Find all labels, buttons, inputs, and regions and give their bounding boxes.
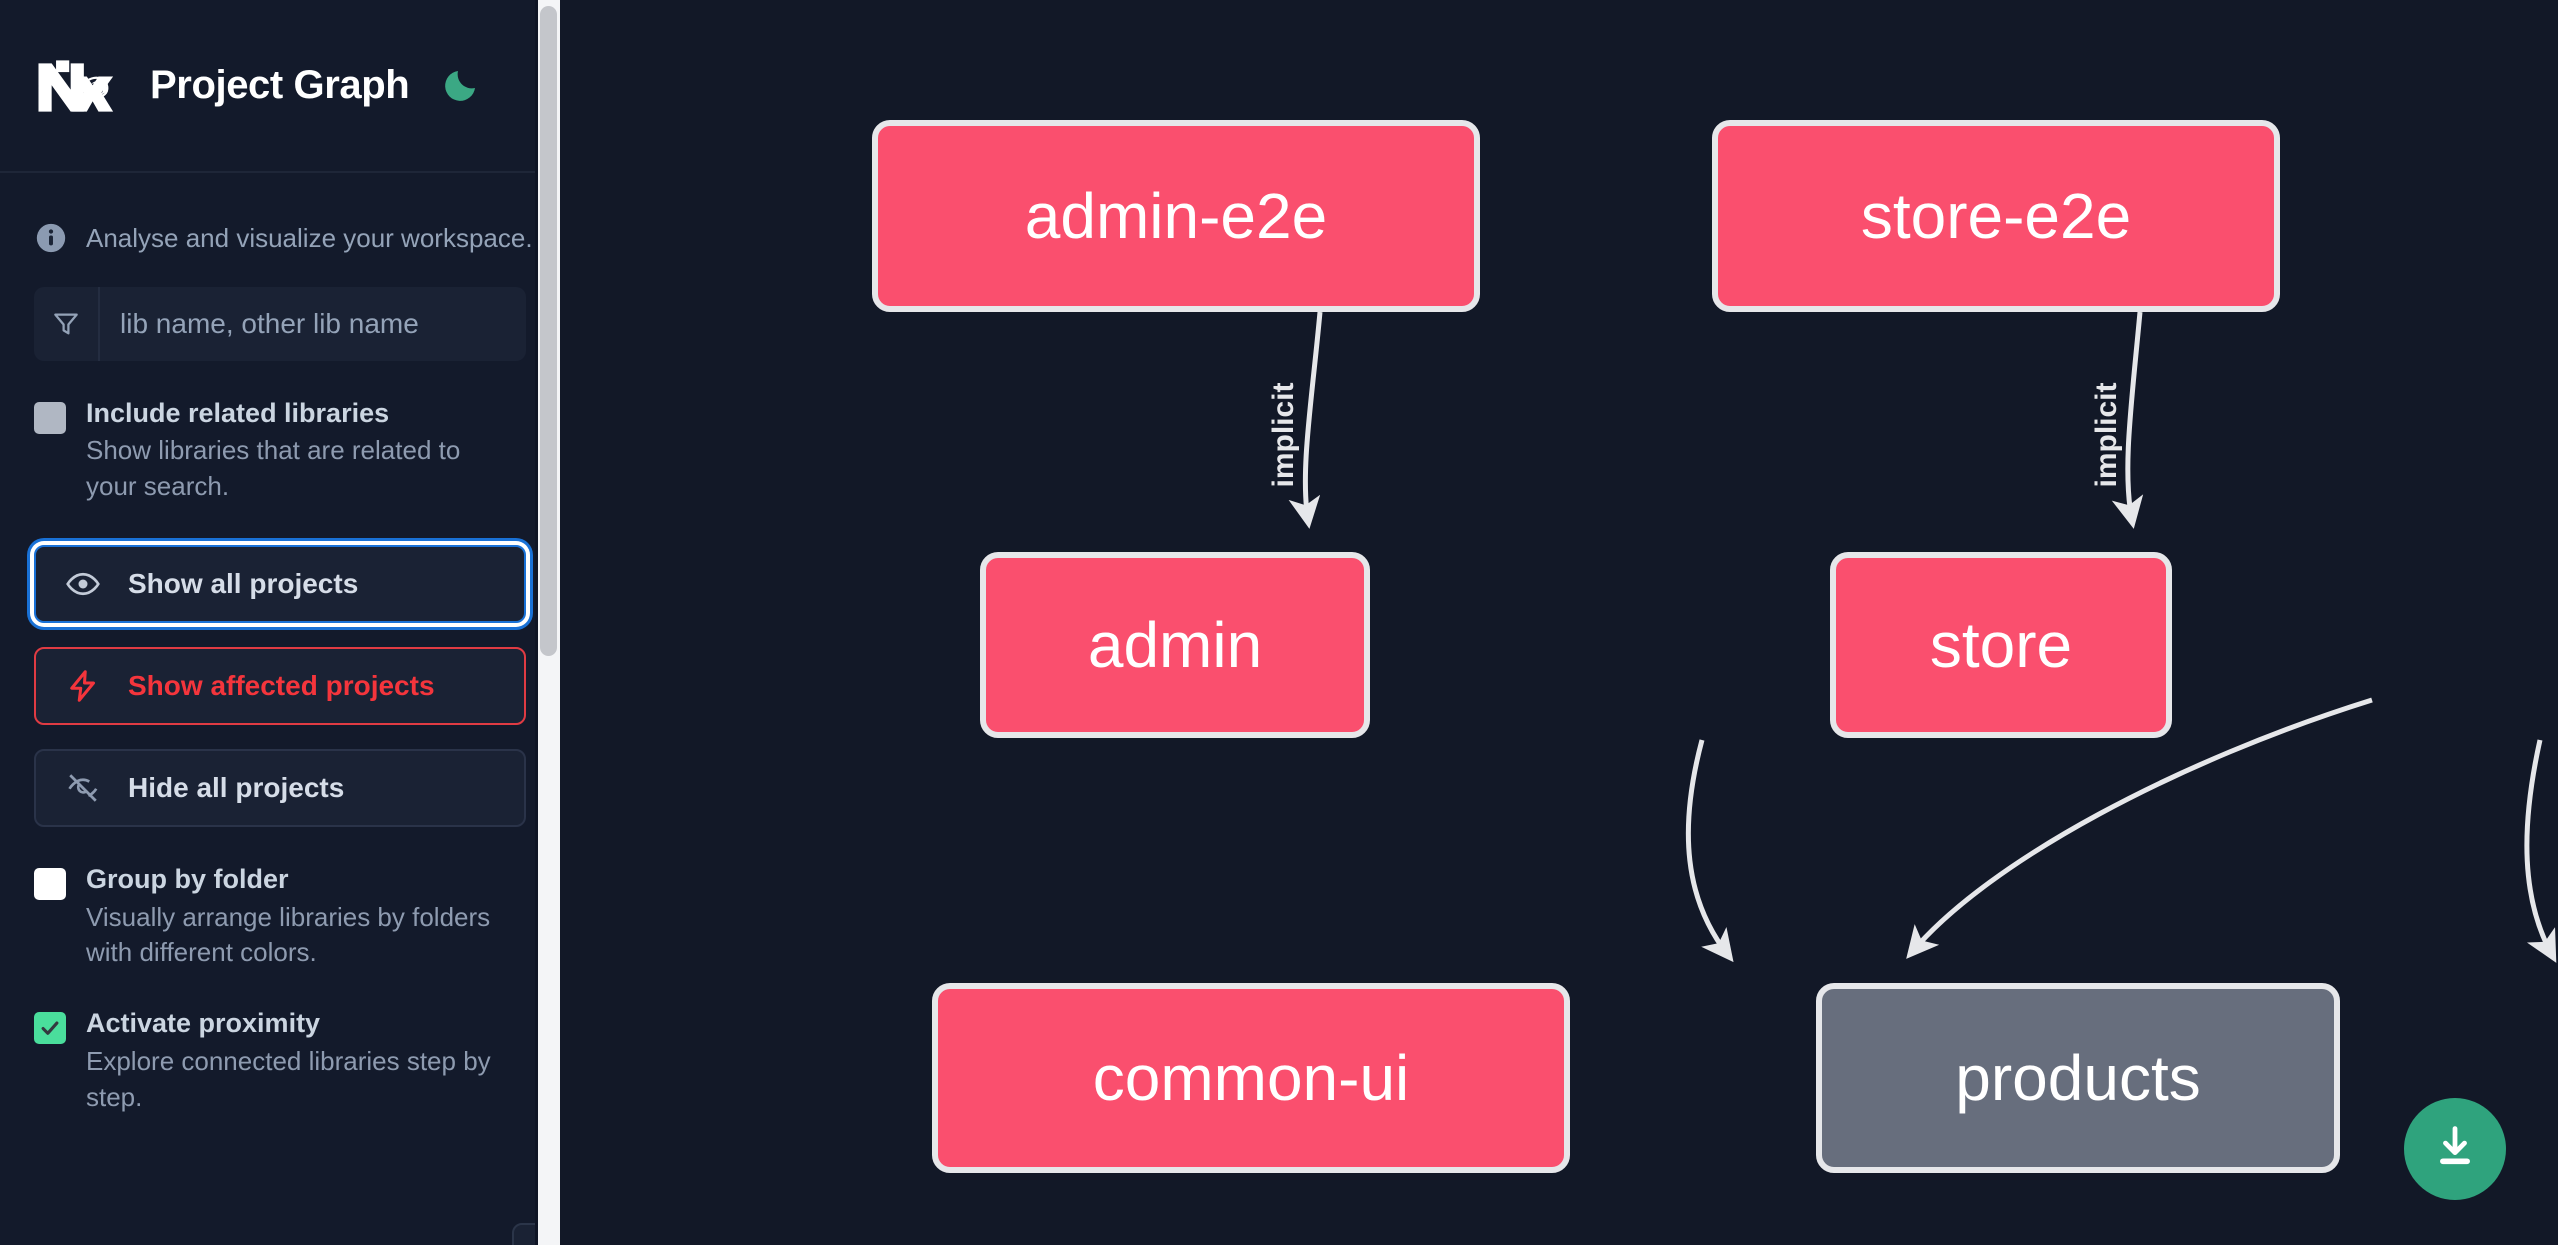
show-affected-projects-button[interactable]: Show affected projects bbox=[34, 647, 526, 726]
search-input[interactable] bbox=[100, 287, 526, 361]
sidebar-divider bbox=[535, 0, 538, 1245]
sidebar-scrollbar-track[interactable] bbox=[538, 0, 560, 1245]
search-filter-box[interactable] bbox=[34, 287, 526, 361]
edge-label-implicit: implicit bbox=[2090, 382, 2123, 487]
node-label: store bbox=[1929, 609, 2073, 681]
edge-admin-e2e-to-admin[interactable]: implicit bbox=[1265, 311, 1323, 529]
sidebar-body: Analyse and visualize your workspace. In… bbox=[0, 173, 560, 1116]
node-label: common-ui bbox=[1092, 1042, 1410, 1114]
graph-edges-layer: implicit implicit bbox=[1265, 311, 2557, 963]
node-label: store-e2e bbox=[1860, 180, 2132, 252]
node-label: products bbox=[1955, 1042, 2201, 1114]
node-label: admin bbox=[1087, 609, 1263, 681]
tagline-text: Analyse and visualize your workspace. bbox=[86, 222, 533, 253]
show-all-projects-button[interactable]: Show all projects bbox=[34, 545, 526, 624]
checkbox-group-by-folder[interactable] bbox=[34, 868, 66, 901]
lightning-bolt-icon bbox=[64, 667, 102, 705]
node-label: admin-e2e bbox=[1024, 180, 1328, 252]
project-action-buttons: Show all projects Show affected projects bbox=[34, 545, 526, 828]
nx-logo-icon bbox=[34, 56, 122, 116]
option-description: Visually arrange libraries by folders wi… bbox=[86, 901, 491, 968]
edge-admin-to-common-ui[interactable] bbox=[1685, 739, 1734, 963]
tagline-row: Analyse and visualize your workspace. bbox=[34, 173, 533, 265]
edge-store-e2e-to-store[interactable]: implicit bbox=[2088, 311, 2144, 529]
option-description: Show libraries that are related to your … bbox=[86, 435, 461, 502]
hide-all-projects-button[interactable]: Hide all projects bbox=[34, 749, 526, 828]
funnel-filter-icon bbox=[34, 287, 100, 361]
option-title: Activate proximity bbox=[86, 1008, 321, 1039]
button-label: Hide all projects bbox=[128, 772, 345, 804]
edge-store-to-common-ui[interactable] bbox=[1906, 697, 2373, 959]
option-description: Explore connected libraries step by step… bbox=[86, 1045, 491, 1112]
graph-node-products[interactable]: products bbox=[1816, 983, 2340, 1173]
option-title: Group by folder bbox=[86, 864, 289, 895]
graph-node-store[interactable]: store bbox=[1830, 552, 2172, 738]
button-label: Show affected projects bbox=[128, 670, 435, 702]
info-circle-icon bbox=[34, 221, 68, 255]
graph-node-common-ui[interactable]: common-ui bbox=[932, 983, 1570, 1173]
sidebar-scrollbar-thumb[interactable] bbox=[540, 6, 557, 656]
moon-icon[interactable] bbox=[437, 63, 483, 109]
edge-store-to-products[interactable] bbox=[2524, 739, 2557, 963]
sidebar: Project Graph Analyse and visualize your… bbox=[0, 0, 560, 1245]
checkbox-activate-proximity[interactable] bbox=[34, 1012, 66, 1045]
checkbox-include-related-libraries[interactable] bbox=[34, 402, 66, 434]
download-icon bbox=[2429, 1121, 2481, 1178]
eye-off-icon bbox=[64, 769, 102, 807]
graph-node-store-e2e[interactable]: store-e2e bbox=[1712, 120, 2280, 312]
graph-canvas[interactable]: implicit implicit admin-e2e bbox=[560, 0, 2558, 1245]
sidebar-header: Project Graph bbox=[0, 0, 560, 173]
page-title: Project Graph bbox=[150, 63, 410, 107]
download-graph-button[interactable] bbox=[2404, 1098, 2506, 1200]
button-label: Show all projects bbox=[128, 568, 359, 600]
option-include-related-libraries[interactable]: Include related libraries Show libraries… bbox=[34, 397, 526, 505]
edge-label-implicit: implicit bbox=[1267, 382, 1300, 487]
eye-icon bbox=[64, 565, 102, 603]
option-group-by-folder[interactable]: Group by folder Visually arrange librari… bbox=[34, 863, 526, 971]
graph-node-admin[interactable]: admin bbox=[980, 552, 1370, 738]
graph-node-admin-e2e[interactable]: admin-e2e bbox=[872, 120, 1480, 312]
option-activate-proximity[interactable]: Activate proximity Explore connected lib… bbox=[34, 1007, 526, 1115]
option-title: Include related libraries bbox=[86, 398, 390, 428]
